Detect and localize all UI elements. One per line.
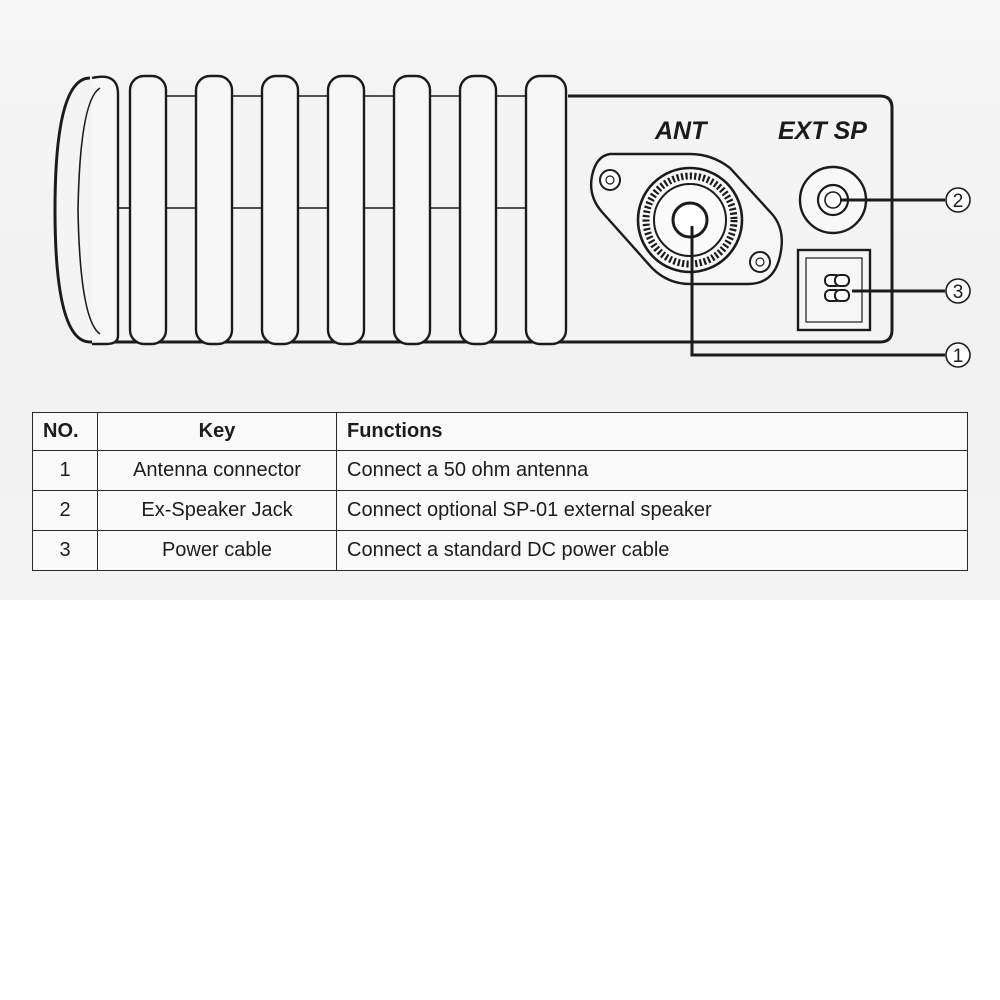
row-function: Connect optional SP-01 external speaker (336, 490, 968, 531)
table-row: 1 Antenna connector Connect a 50 ohm ant… (32, 450, 968, 491)
power-plug-pins (824, 274, 850, 302)
table-row: 2 Ex-Speaker Jack Connect optional SP-01… (32, 490, 968, 531)
row-function: Connect a 50 ohm antenna (336, 450, 968, 491)
table-row: 3 Power cable Connect a standard DC powe… (32, 530, 968, 571)
header-no: NO. (32, 412, 98, 451)
callout-1: 1 (945, 342, 971, 368)
heatsink-fins (91, 74, 568, 346)
svg-text:2: 2 (953, 191, 964, 212)
header-functions: Functions (336, 412, 968, 451)
svg-text:3: 3 (953, 282, 964, 303)
functions-table: NO. Key Functions 1 Antenna connector Co… (32, 412, 968, 571)
row-no: 2 (32, 490, 98, 531)
flange-screw-hole-left (599, 169, 621, 191)
row-key: Power cable (97, 530, 337, 571)
ext-sp-label: EXT SP (778, 117, 867, 145)
radio-rear-panel-diagram: ANT EXT SP 2 3 1 (53, 74, 971, 368)
callout-2: 2 (945, 187, 971, 213)
antenna-center-pin (671, 201, 709, 239)
header-key: Key (97, 412, 337, 451)
row-no: 3 (32, 530, 98, 571)
table-header-row: NO. Key Functions (32, 412, 968, 451)
callout-leader-lines (690, 198, 945, 357)
row-function: Connect a standard DC power cable (336, 530, 968, 571)
ant-label: ANT (654, 117, 709, 145)
flange-screw-hole-right (749, 251, 771, 273)
heatsink-grooves (77, 87, 526, 335)
callout-3: 3 (945, 278, 971, 304)
svg-text:1: 1 (953, 346, 964, 367)
row-no: 1 (32, 450, 98, 491)
row-key: Antenna connector (97, 450, 337, 491)
row-key: Ex-Speaker Jack (97, 490, 337, 531)
